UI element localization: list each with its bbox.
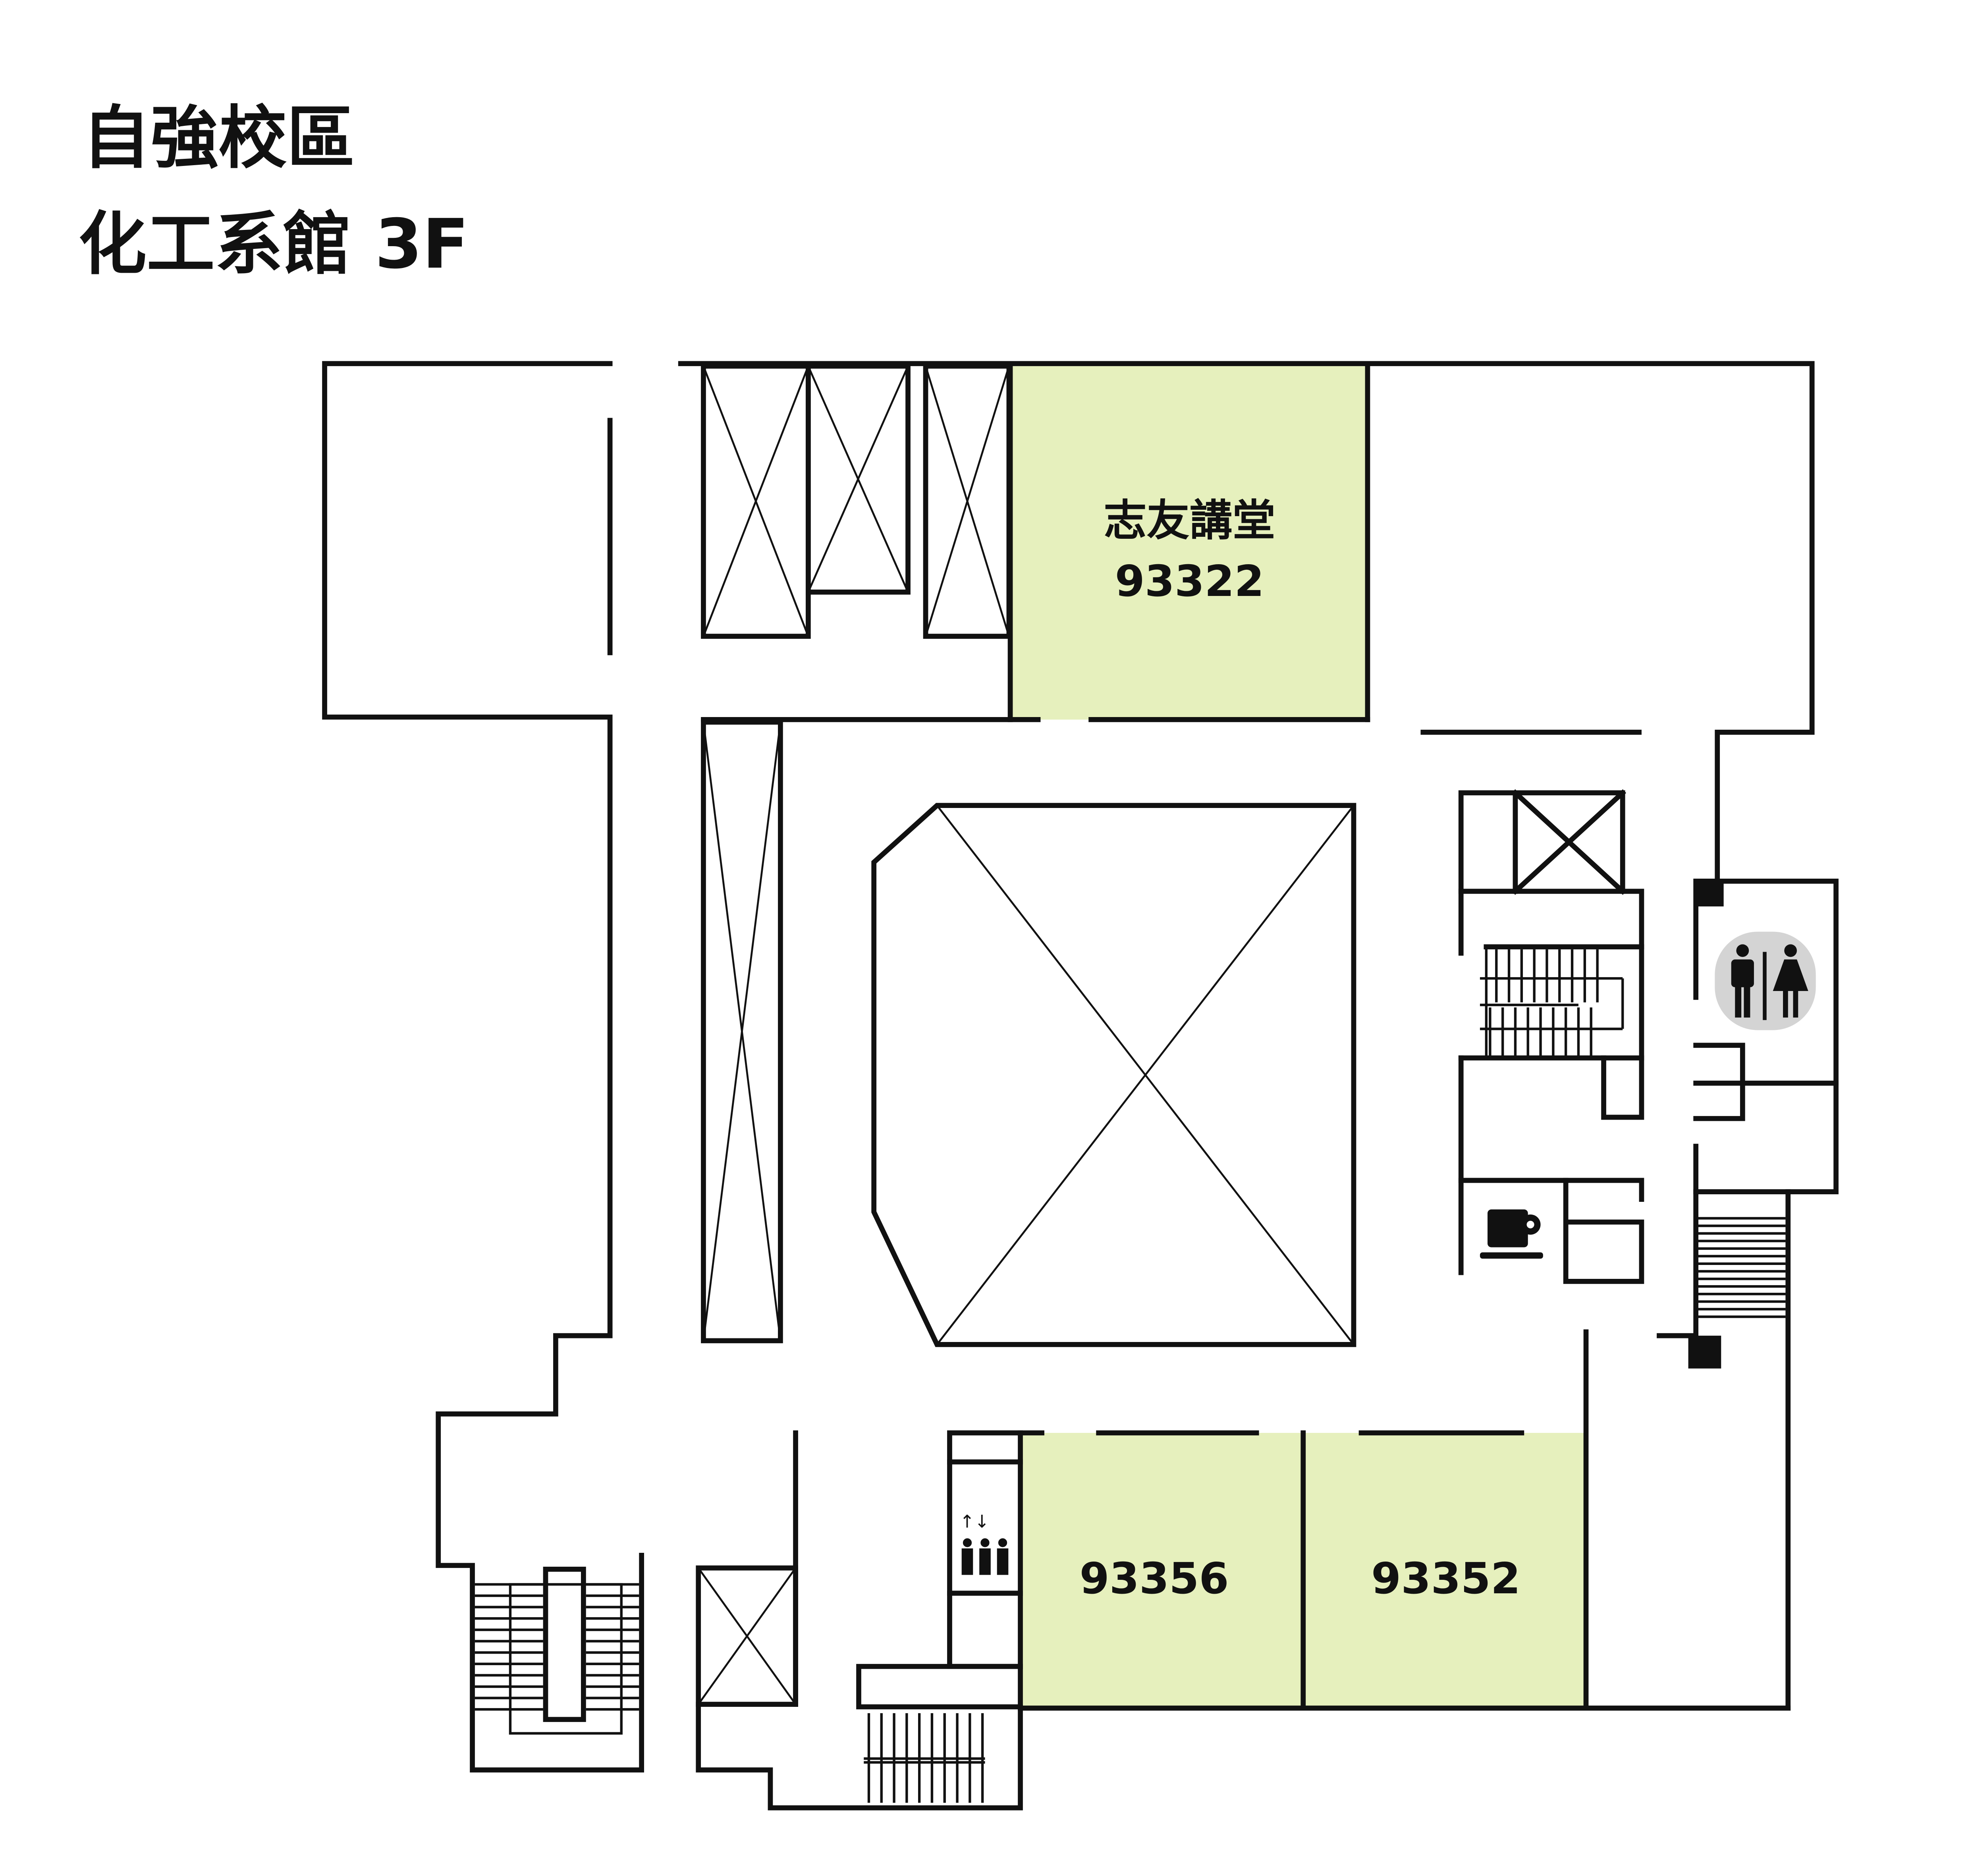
room-number: 93356 xyxy=(1080,1554,1229,1604)
room-93356[interactable]: 93356 xyxy=(1020,1433,1303,1708)
stairs-icon xyxy=(475,947,1786,1803)
room-93352[interactable]: 93352 xyxy=(1303,1433,1586,1708)
room-number: 93352 xyxy=(1371,1554,1520,1604)
building-floor-title: 化工系館 3F xyxy=(78,205,469,284)
svg-text:↑↓: ↑↓ xyxy=(960,1512,990,1532)
room-93322[interactable]: 志友講堂 93322 xyxy=(1010,366,1368,720)
shaft-crosses xyxy=(697,366,1627,1705)
elevator-icon: ↑↓ xyxy=(960,1512,1009,1575)
restroom-icon[interactable] xyxy=(1715,931,1816,1030)
room-name: 志友講堂 xyxy=(1104,496,1275,546)
coffee-icon xyxy=(1480,1209,1543,1259)
campus-title: 自強校區 xyxy=(82,99,355,178)
room-number: 93322 xyxy=(1115,557,1264,606)
